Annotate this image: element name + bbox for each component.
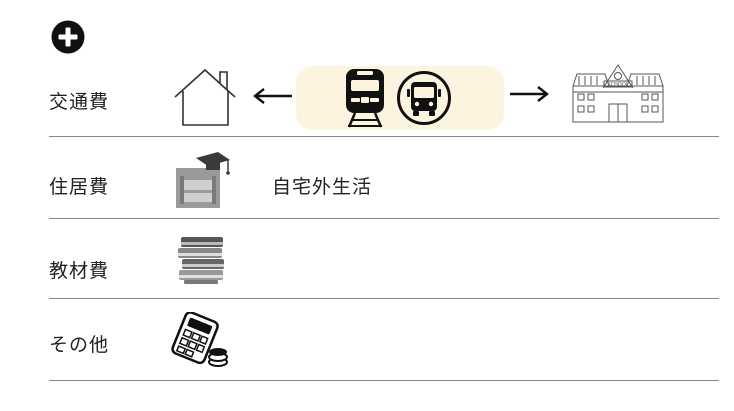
row-divider xyxy=(49,218,719,219)
arrow-left-icon xyxy=(253,88,292,104)
books-icon xyxy=(178,237,224,284)
row-label-materials: 教材費 xyxy=(49,260,110,282)
row-divider xyxy=(49,298,719,299)
dormitory-icon xyxy=(176,152,230,208)
school-sign-text: SCHOOL xyxy=(607,82,628,88)
row-divider xyxy=(49,380,719,381)
school-icon: SCHOOL xyxy=(572,64,664,123)
train-icon xyxy=(346,69,384,128)
bus-icon xyxy=(397,71,451,125)
residence-note: 自宅外生活 xyxy=(272,176,373,198)
row-label-transportation: 交通費 xyxy=(49,91,110,113)
row-label-housing: 住居費 xyxy=(49,176,110,198)
calculator-coins-icon xyxy=(171,312,228,367)
plus-circle-icon[interactable] xyxy=(51,20,85,54)
row-divider xyxy=(49,136,719,137)
row-label-other: その他 xyxy=(49,334,110,356)
arrow-right-icon xyxy=(510,86,549,102)
house-icon xyxy=(174,68,236,126)
